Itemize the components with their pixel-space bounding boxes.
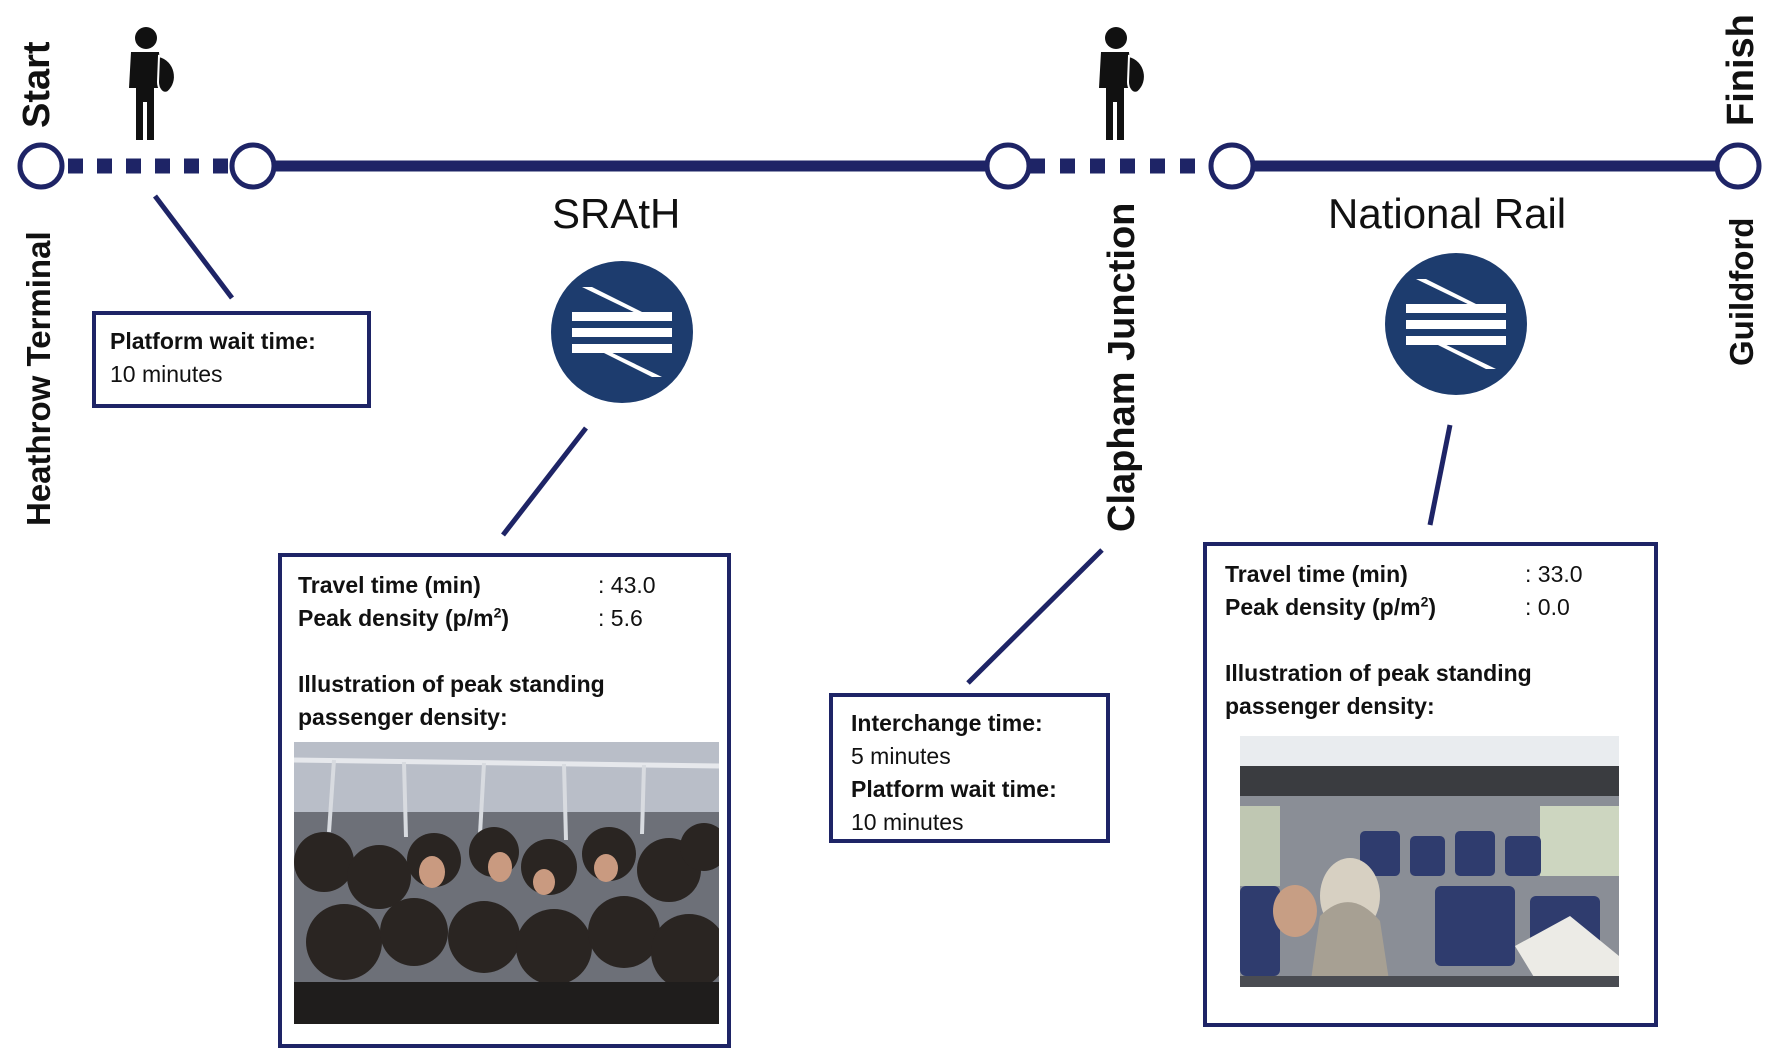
station-node-finish (1714, 142, 1762, 190)
leader-line-national-rail (1427, 424, 1453, 526)
national-rail-logo-icon (551, 261, 693, 403)
platform-wait-label: Platform wait time: (110, 328, 316, 354)
travel-time-row: Travel time (min) : 33.0 (1225, 558, 1636, 591)
walking-passenger-icon (128, 26, 176, 141)
interchange-time-value: 5 minutes (851, 743, 951, 769)
travel-time-label: Travel time (min) (298, 572, 481, 598)
travel-time-value: : 33.0 (1525, 561, 1583, 587)
peak-density-row: Peak density (p/m2) : 5.6 (298, 602, 711, 635)
clapham-info-box: Interchange time: 5 minutes Platform wai… (829, 693, 1110, 843)
illustration-label-line2: passenger density: (298, 704, 508, 730)
crowded-carriage-photo (294, 742, 719, 1024)
operator-label-srath: SRAtH (552, 190, 681, 237)
leader-line-srath (501, 426, 588, 537)
platform-wait-value: 10 minutes (851, 809, 964, 835)
platform-wait-label: Platform wait time: (851, 776, 1057, 802)
platform-wait-value: 10 minutes (110, 361, 223, 387)
illustration-label-line1: Illustration of peak standing (1225, 660, 1532, 686)
station-node-heathrow-platform (229, 142, 277, 190)
station-node-clapham-arrival (984, 142, 1032, 190)
travel-time-label: Travel time (min) (1225, 561, 1408, 587)
leader-line-heathrow (153, 194, 234, 300)
travel-time-row: Travel time (min) : 43.0 (298, 569, 711, 602)
peak-density-row: Peak density (p/m2) : 0.0 (1225, 591, 1636, 624)
guildford-station-label: Guildford (1723, 217, 1760, 366)
interchange-time-label: Interchange time: (851, 710, 1043, 736)
illustration-label-line2: passenger density: (1225, 693, 1435, 719)
start-label: Start (16, 41, 58, 128)
peak-density-label: Peak density (p/m2) (298, 604, 510, 631)
heathrow-info-box: Platform wait time: 10 minutes (92, 311, 371, 408)
station-node-clapham-departure (1208, 142, 1256, 190)
leader-line-clapham (966, 548, 1104, 685)
national-rail-logo-icon (1385, 253, 1527, 395)
finish-label: Finish (1720, 14, 1762, 126)
operator-label-national-rail: National Rail (1328, 190, 1567, 237)
peak-density-value: : 0.0 (1525, 594, 1570, 620)
heathrow-station-label: Heathrow Terminal (20, 231, 57, 526)
peak-density-label: Peak density (p/m2) (1225, 593, 1437, 620)
station-node-start (17, 142, 65, 190)
clapham-station-label: Clapham Junction (1101, 202, 1143, 532)
illustration-label-line1: Illustration of peak standing (298, 671, 605, 697)
walking-passenger-icon (1098, 26, 1146, 141)
peak-density-value: : 5.6 (598, 605, 643, 631)
empty-carriage-photo (1240, 736, 1619, 987)
travel-time-value: : 43.0 (598, 572, 656, 598)
